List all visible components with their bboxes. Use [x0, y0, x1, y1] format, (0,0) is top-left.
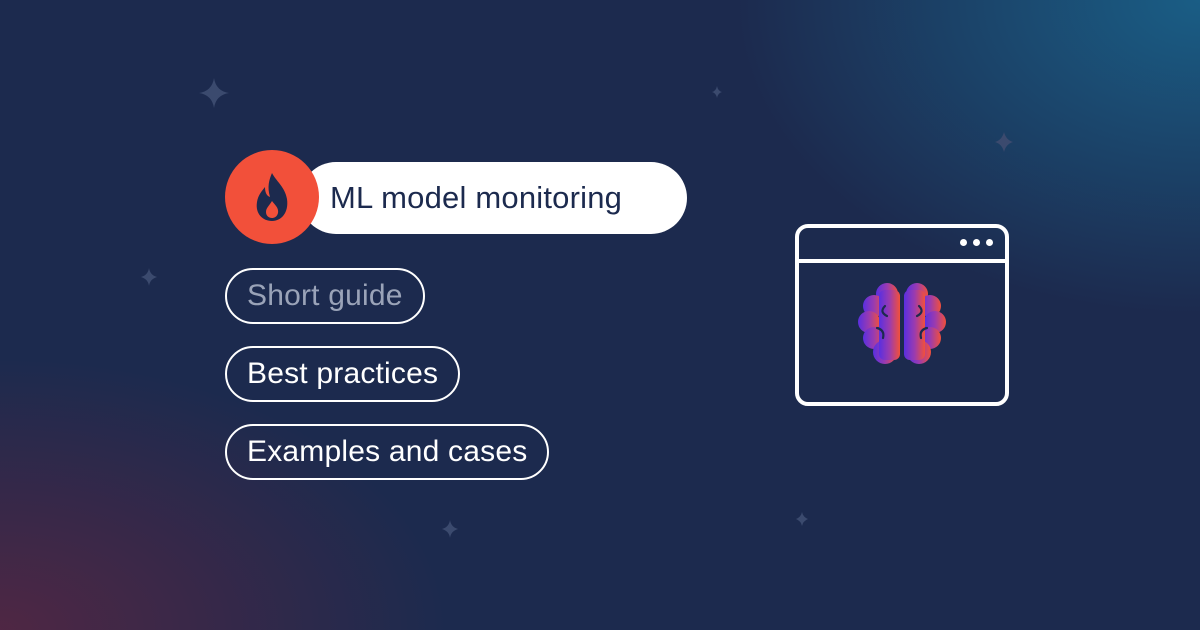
chip-short-guide: Short guide: [225, 268, 425, 324]
star-icon: [995, 132, 1013, 152]
browser-window-icon: [795, 224, 1009, 406]
dot-icon: [960, 239, 967, 246]
chip-label: Examples and cases: [247, 435, 528, 468]
chip-label: Best practices: [247, 357, 439, 390]
fire-icon: [256, 173, 288, 221]
star-icon: [199, 78, 229, 108]
star-icon: [796, 512, 808, 526]
window-title-bar-divider: [799, 259, 1005, 263]
title-pill: ML model monitoring: [300, 162, 687, 234]
fire-badge: [225, 150, 319, 244]
chip-label: Short guide: [247, 279, 403, 312]
dot-icon: [973, 239, 980, 246]
window-dots: [960, 239, 993, 246]
star-icon: [141, 268, 157, 286]
chip-best-practices: Best practices: [225, 346, 461, 402]
star-icon: [712, 86, 722, 98]
page-title: ML model monitoring: [330, 180, 623, 215]
chip-examples-and-cases: Examples and cases: [225, 424, 550, 480]
dot-icon: [986, 239, 993, 246]
brain-icon: [858, 282, 946, 366]
star-icon: [442, 520, 458, 538]
